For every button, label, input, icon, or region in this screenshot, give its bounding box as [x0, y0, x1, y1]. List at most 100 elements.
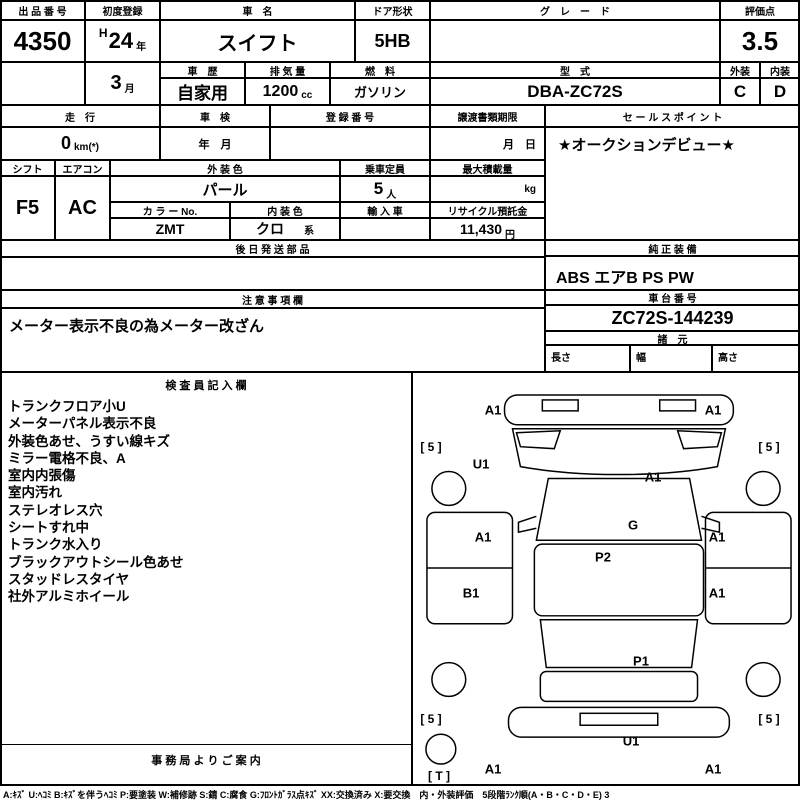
windshield-shape	[535, 477, 703, 541]
damage-marker-a1: A1	[484, 402, 502, 418]
interior-color-value: クロ	[256, 221, 284, 237]
spec-length-cell: 長さ	[545, 345, 630, 372]
score-value: 3.5	[741, 25, 779, 56]
inspector-note-line: トランクフロア小U	[8, 399, 126, 414]
damage-marker-a1: A1	[484, 761, 502, 777]
displacement-cell: 1200 cc	[245, 78, 330, 105]
history-value: 自家用	[177, 84, 228, 103]
recycle-deposit-label: リサイクル預託金	[430, 202, 545, 218]
spec-height-cell: 高さ	[712, 345, 800, 372]
equipment-value: ABS エアB PS PW	[556, 270, 694, 287]
chassis-no-label: 車 台 番 号	[545, 290, 800, 305]
capacity-cell: 5 人	[340, 176, 430, 202]
right-mirror-shape	[701, 515, 721, 534]
damage-marker-a1: A1	[708, 529, 726, 545]
score-label: 評価点	[720, 0, 800, 20]
later-parts-label: 後 日 発 送 部 品	[0, 240, 545, 257]
caution-label: 注 意 事 項 欄	[0, 290, 545, 308]
aircon-cell: AC	[55, 176, 110, 240]
damage-marker-a1: A1	[708, 585, 726, 601]
exterior-color-label: 外 装 色	[110, 160, 340, 176]
left-door-panels-shape	[426, 511, 514, 625]
damage-marker-5: [ 5 ]	[758, 440, 780, 454]
first-reg-era: H	[98, 26, 108, 40]
damage-marker-p2: P2	[595, 549, 611, 565]
max-load-label: 最大積載量	[430, 160, 545, 176]
inspector-note-line: ステレオレス穴	[8, 502, 103, 518]
exterior-grade-cell: C	[720, 78, 760, 105]
displacement-value: 1200	[262, 82, 299, 100]
displacement-unit: cc	[301, 90, 313, 101]
front-left-wheel	[431, 470, 467, 507]
legend: A:ｷｽﾞ U:ﾍｺﾐ B:ｷｽﾞを伴うﾍｺﾐ P:要塗装 W:補修跡 S:錆 …	[3, 790, 610, 800]
caution-text: メーター表示不良の為メーター改ざん	[9, 318, 265, 335]
history-cell: 自家用	[160, 78, 245, 105]
damage-marker-g: G	[627, 517, 639, 533]
shift-cell: F5	[0, 176, 55, 240]
fuel-cell: ガソリン	[330, 78, 430, 105]
model-code-cell: DBA-ZC72S	[430, 78, 720, 105]
chassis-no-cell: ZC72S-144239	[545, 305, 800, 331]
chassis-no-value: ZC72S-144239	[611, 307, 734, 328]
exterior-color-cell: パール	[110, 176, 340, 202]
sales-point-value: ★オークションデビュー★	[558, 137, 735, 154]
inspector-note-line: 室内汚れ	[8, 485, 62, 501]
auction-no-cell: 4350	[0, 20, 85, 62]
shaken-value: 年 月	[198, 138, 232, 151]
office-title: 事 務 局 よ り ご 案 内	[151, 755, 261, 767]
rear-left-wheel	[431, 661, 467, 698]
spec-label: 諸 元	[545, 331, 800, 345]
recycle-deposit-cell: 11,430 円	[430, 218, 545, 240]
damage-marker-5: [ 5 ]	[758, 712, 780, 726]
right-door-panels-shape	[704, 511, 792, 625]
equipment-cell: ABS エアB PS PW	[545, 256, 800, 290]
first-reg-year-unit: 年	[136, 41, 147, 53]
spec-width-label: 幅	[636, 353, 646, 364]
left-mirror-shape	[517, 515, 537, 534]
damage-marker-a1: A1	[474, 529, 492, 545]
shift-value: F5	[15, 196, 40, 219]
inspector-note-line: シートすれ中	[8, 520, 89, 536]
first-reg-month: 3	[110, 72, 122, 94]
first-reg-month-cell: 3 月	[85, 62, 160, 105]
import-label: 輸 入 車	[340, 202, 430, 218]
later-parts-cell	[0, 257, 545, 290]
mileage-value: 0	[60, 133, 71, 153]
inspector-note-line: ミラー電格不良、A	[8, 450, 126, 466]
inspector-note-line: 外装色あせ、うすい線キズ	[8, 433, 170, 449]
damage-marker-a1: A1	[704, 761, 722, 777]
hatch-shape	[539, 670, 699, 703]
sales-point-label: セ ー ル ス ポ イ ン ト	[545, 105, 800, 127]
fuel-label: 燃 料	[330, 62, 430, 78]
inspector-note-line: 社外アルミホイール	[8, 589, 130, 605]
equipment-label: 純 正 装 備	[545, 240, 800, 256]
history-label: 車 歴	[160, 62, 245, 78]
capacity-label: 乗車定員	[340, 160, 430, 176]
exterior-grade-value: C	[733, 81, 747, 101]
color-no-label: カ ラ ー No.	[110, 202, 230, 218]
interior-grade-value: D	[773, 81, 787, 101]
score-cell: 3.5	[720, 20, 800, 62]
displacement-label: 排 気 量	[245, 62, 330, 78]
rear-bumper-shape	[507, 706, 731, 738]
import-cell	[340, 218, 430, 240]
damage-marker-5: [ 5 ]	[420, 712, 442, 726]
capacity-unit: 人	[386, 189, 397, 201]
car-name-cell: スイフト	[160, 20, 355, 62]
rear-right-wheel	[745, 661, 781, 698]
interior-color-label: 内 装 色	[230, 202, 340, 218]
aircon-label: エアコン	[55, 160, 110, 176]
inspector-note-line: スタッドレスタイヤ	[8, 571, 130, 587]
first-reg-year-cell: H 24 年	[85, 20, 160, 62]
damage-marker-a1: A1	[704, 402, 722, 418]
reg-number-label: 登 録 番 号	[270, 105, 430, 127]
spec-width-cell: 幅	[630, 345, 712, 372]
transfer-deadline-cell: 月 日	[430, 127, 545, 160]
spec-length-label: 長さ	[551, 353, 571, 364]
auction-no-label: 出 品 番 号	[0, 0, 85, 20]
first-reg-year: 24	[108, 28, 134, 53]
